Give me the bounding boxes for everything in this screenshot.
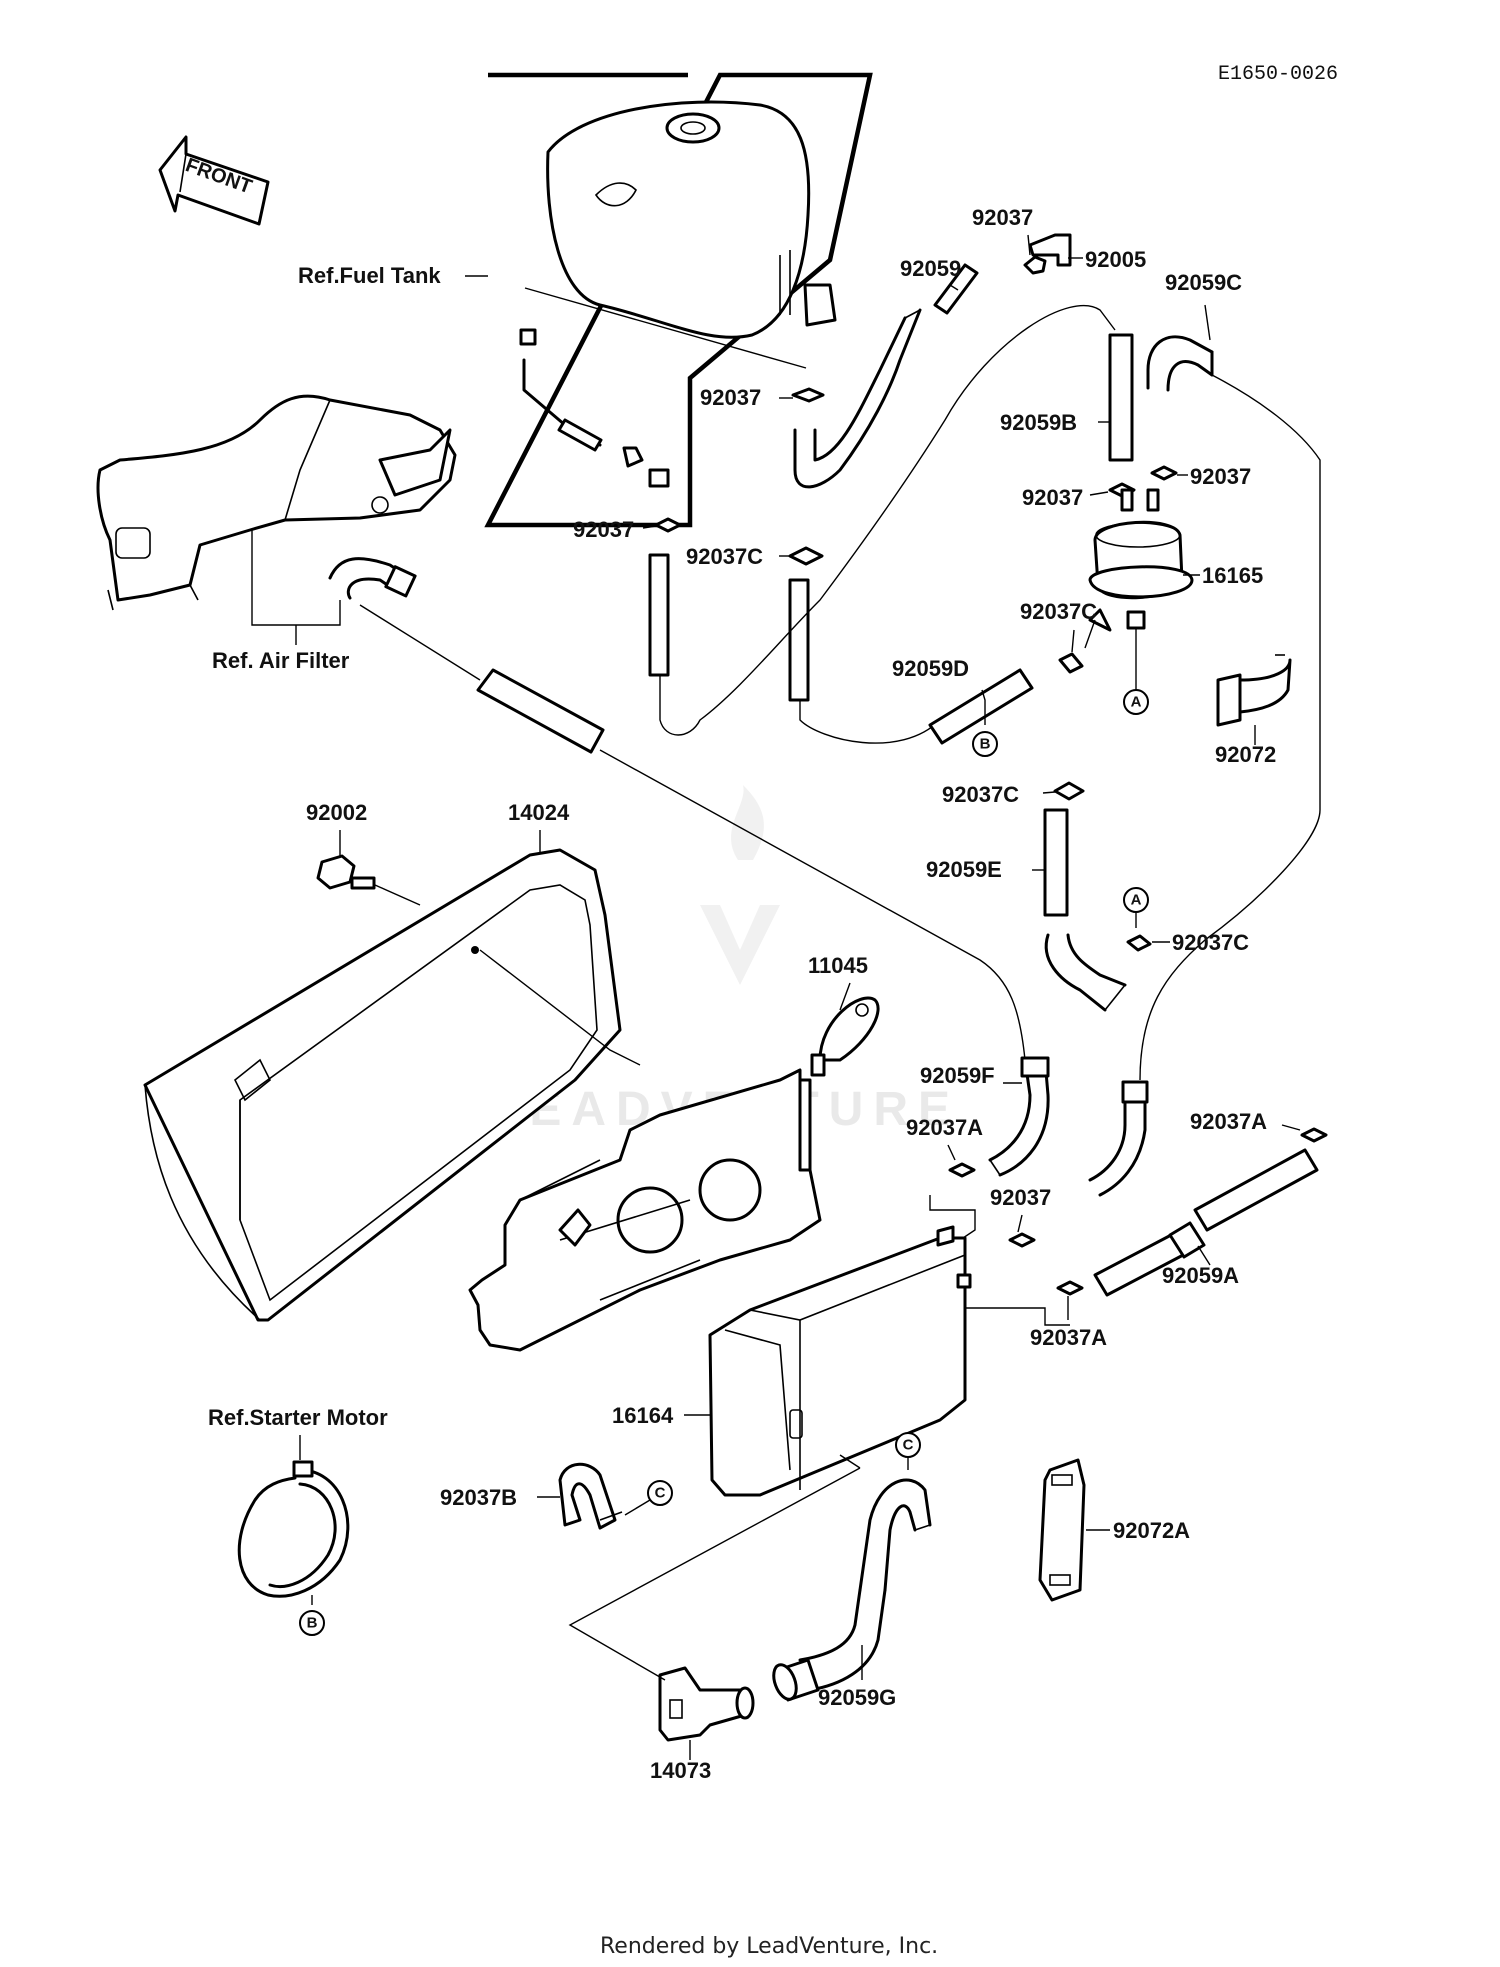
label-92037-tankbot: 92037: [573, 517, 634, 542]
label-92059E: 92059E: [926, 857, 1002, 882]
label-92072A: 92072A: [1113, 1518, 1190, 1543]
cover-14024-icon: [143, 848, 622, 1322]
label-92037-mid: 92037: [990, 1185, 1051, 1210]
air-filter-elbow: [328, 557, 417, 600]
fitting-92005-icon: [1028, 233, 1072, 267]
air-filter-leader: [251, 530, 341, 626]
label-92037-right: 92037: [1190, 464, 1251, 489]
label-11045: 11045: [808, 953, 868, 978]
label-92072: 92072: [1215, 742, 1276, 767]
clip-92037A-bot-icon: [1056, 1280, 1084, 1296]
hose-92059G-icon: [772, 1478, 932, 1702]
clip-92037C-filter-icon: [1058, 652, 1084, 674]
footer-credit: Rendered by LeadVenture, Inc.: [600, 1934, 938, 1959]
hose-92059E-icon: [1043, 808, 1069, 917]
bracket-11045-icon: [810, 996, 880, 1077]
svg-text:B: B: [980, 736, 991, 753]
clip-92037-top-icon: [1023, 255, 1047, 275]
label-92002: 92002: [306, 800, 367, 825]
label-92037C-mid: 92037C: [686, 544, 763, 569]
clip-92037A-left-icon: [948, 1162, 976, 1178]
label-92059F: 92059F: [920, 1063, 995, 1088]
clip-92037-tankbot-icon: [654, 517, 682, 533]
hose-92059B-icon: [1108, 333, 1134, 462]
canister-16164-icon: [708, 1225, 972, 1497]
label-16164: 16164: [612, 1403, 674, 1428]
clip-92037C-e-icon: [1053, 781, 1085, 801]
label-92037B: 92037B: [440, 1485, 517, 1510]
hose-tank-outlet: [793, 308, 922, 489]
diagram-code: E1650-0026: [1218, 63, 1338, 86]
label-92037C-a: 92037C: [1172, 930, 1249, 955]
svg-text:A: A: [1131, 892, 1142, 909]
hose-vent-left-icon: [648, 553, 670, 677]
label-92037-left: 92037: [1022, 485, 1083, 510]
bolt-92002-icon: [316, 854, 376, 890]
label-92059A: 92059A: [1162, 1263, 1239, 1288]
hose-vent-canister-icon: [1088, 1083, 1127, 1182]
svg-text:C: C: [655, 1485, 666, 1502]
starter-band-icon: [237, 1460, 350, 1598]
clip-92037C-mid-icon: [788, 546, 824, 566]
hose-92059C-icon: [1146, 335, 1214, 390]
fuel-tank-frame: [484, 72, 873, 528]
front-arrow-icon: FRONT: [158, 135, 270, 226]
svg-text:B: B: [307, 1615, 318, 1632]
ref-starter-motor: Ref.Starter Motor: [208, 1405, 388, 1430]
marker-b-filter-icon: [972, 731, 998, 757]
label-92005: 92005: [1085, 247, 1146, 272]
label-14024: 14024: [508, 800, 570, 825]
label-92037C-filter: 92037C: [1020, 599, 1097, 624]
label-92037-top: 92037: [972, 205, 1033, 230]
hose-92059D-icon: [928, 668, 1034, 745]
clip-92037-mid-icon: [1008, 1232, 1036, 1248]
ref-fuel-tank: Ref.Fuel Tank: [298, 263, 441, 288]
band-92072A-icon: [1038, 1458, 1086, 1602]
label-92059B: 92059B: [1000, 410, 1077, 435]
marker-b-starter-icon: [299, 1610, 325, 1636]
fuel-tank-icon: [546, 100, 837, 339]
air-filter-housing-icon: [96, 394, 457, 611]
label-92037A-left: 92037A: [906, 1115, 983, 1140]
label-14073: 14073: [650, 1758, 711, 1783]
mounting-bracket-icon: [468, 1068, 822, 1352]
label-92059G: 92059G: [818, 1685, 896, 1710]
tank-leader: [524, 287, 807, 369]
hose-vent-right-icon: [788, 578, 810, 702]
vent-line-right: [1139, 374, 1321, 1081]
hose-section-icon: [476, 668, 605, 754]
svg-text:C: C: [903, 1437, 914, 1454]
clip-92037C-a-icon: [1126, 934, 1152, 952]
hose-92059A-right-icon: [1193, 1148, 1319, 1232]
ref-air-filter: Ref. Air Filter: [212, 648, 350, 673]
watermark-logo: [700, 785, 780, 985]
label-92037A-bot: 92037A: [1030, 1325, 1107, 1350]
label-92059: 92059: [900, 256, 961, 281]
label-92059D: 92059D: [892, 656, 969, 681]
fuel-filter-16165-icon: [1088, 488, 1194, 632]
label-92037-tank: 92037: [700, 385, 761, 410]
label-92037C-e: 92037C: [942, 782, 1019, 807]
clip-92037-tank-icon: [791, 387, 825, 403]
clip-92037-right-icon: [1150, 465, 1178, 481]
label-92059C: 92059C: [1165, 270, 1242, 295]
hose-92059F-icon: [988, 1058, 1032, 1162]
vent-line: [359, 604, 1026, 1061]
band-92072-icon: [1216, 654, 1292, 727]
marker-a-icon: [1123, 689, 1149, 715]
clip-92037B-icon: [558, 1462, 623, 1530]
label-16165: 16165: [1202, 563, 1263, 588]
marker-a-label: A: [1131, 694, 1142, 711]
clip-92037A-right-icon: [1300, 1127, 1328, 1143]
fitting-14073-icon: [658, 1666, 755, 1742]
label-92037A-right: 92037A: [1190, 1109, 1267, 1134]
marker-c-clip-icon: [647, 1480, 673, 1506]
fuel-tank-fittings: [519, 328, 670, 488]
